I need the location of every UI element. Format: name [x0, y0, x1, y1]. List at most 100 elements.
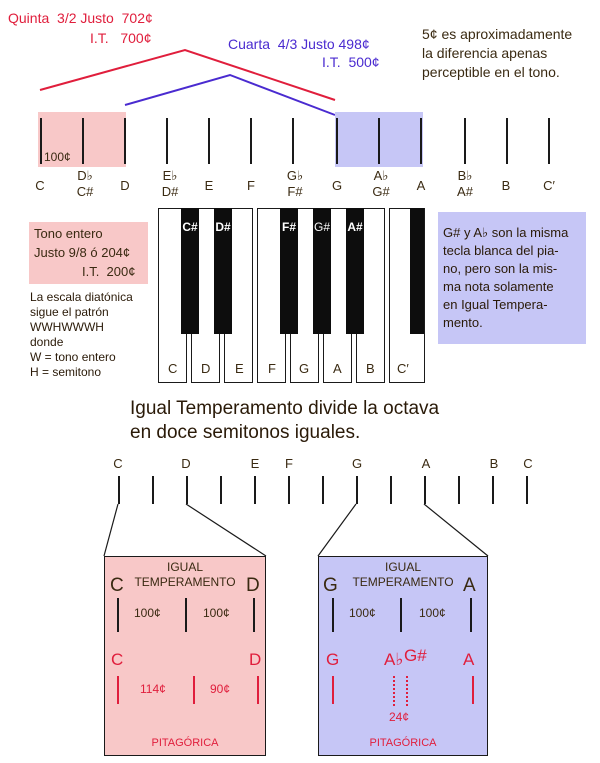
panel-right-pit: 24¢ — [389, 710, 410, 724]
panel-right-red-gs: G# — [404, 646, 427, 665]
note-ab: A♭ — [373, 168, 389, 183]
note-cs: C# — [76, 184, 94, 199]
black-key-fs[interactable]: F# — [280, 208, 298, 334]
tick — [548, 118, 550, 164]
tick — [332, 676, 334, 704]
note-ds: D# — [161, 184, 179, 199]
scale2-a: A — [421, 456, 431, 471]
white-key-label: A — [333, 361, 342, 376]
panel-left-note-c: C — [110, 575, 124, 596]
tick — [193, 676, 195, 704]
scale2-d: D — [181, 456, 191, 471]
panel-left-cent1: 100¢ — [134, 606, 161, 620]
tick — [208, 118, 210, 164]
panel-left-cent2: 100¢ — [203, 606, 230, 620]
note-g: G — [331, 178, 343, 193]
tick — [117, 676, 119, 704]
tick — [420, 118, 422, 164]
note-eb: E♭ — [162, 168, 178, 183]
panel-right-note-g: G — [323, 575, 338, 596]
tick — [506, 118, 508, 164]
tono-entero-l1: Tono entero — [34, 226, 103, 241]
cuarta-it-label: I.T. 500¢ — [322, 54, 380, 70]
quinta-label: Quinta 3/2 Justo 702¢ — [8, 10, 153, 26]
tick — [124, 118, 126, 164]
tick — [332, 598, 334, 632]
heading-line1: Igual Temperamento divide la octava — [130, 398, 440, 419]
note-db: D♭ — [77, 168, 93, 183]
black-key-cs2[interactable] — [410, 208, 424, 334]
tono-entero-l3: I.T. 200¢ — [82, 264, 136, 279]
white-key-label: E — [235, 361, 244, 376]
note-gs: G# — [372, 184, 390, 199]
panel-right-red-g: G — [326, 650, 340, 669]
panel-right-red-a: A — [463, 650, 475, 669]
tick — [166, 118, 168, 164]
panel-left-pit2: 90¢ — [210, 682, 231, 696]
tick — [250, 118, 252, 164]
tick — [253, 598, 255, 632]
white-key-label: G — [299, 361, 310, 376]
black-key-as[interactable]: A# — [346, 208, 364, 334]
white-key-label: B — [366, 361, 375, 376]
tick — [288, 476, 290, 504]
scale2-b: B — [489, 456, 499, 471]
note-e: E — [204, 178, 214, 193]
note-b: B — [501, 178, 511, 193]
tick — [470, 598, 472, 632]
gs-ab-note-box — [438, 212, 586, 344]
note-as: A# — [457, 184, 473, 199]
panel-right-cent1: 100¢ — [349, 606, 376, 620]
tick — [526, 476, 528, 504]
tick — [336, 118, 338, 164]
panel-left-red-d: D — [249, 650, 262, 669]
dotted-line — [406, 676, 408, 706]
tono-entero-l2: Justo 9/8 ó 204¢ — [34, 245, 131, 260]
tick — [152, 476, 154, 504]
tick — [464, 118, 466, 164]
note-a: A — [416, 178, 426, 193]
black-key-gs[interactable]: G# — [313, 208, 331, 334]
quinta-it-label: I.T. 700¢ — [90, 30, 152, 46]
note-d: D — [120, 178, 130, 193]
scale2-e: E — [250, 456, 260, 471]
dotted-line — [393, 676, 395, 706]
tick — [472, 676, 474, 704]
tick — [185, 598, 187, 632]
tick — [254, 476, 256, 504]
note-fs: F# — [287, 184, 303, 199]
scale2-c-end: C — [523, 456, 533, 471]
tick — [400, 598, 402, 632]
black-key-cs[interactable]: C# — [181, 208, 199, 334]
interval-brackets — [39, 48, 336, 116]
panel-left-footer: PITAGÓRICA — [151, 737, 219, 749]
heading-line2: en doce semitonos iguales. — [130, 422, 361, 443]
zoom-connectors — [103, 503, 489, 557]
tick — [424, 476, 426, 504]
tick — [356, 476, 358, 504]
panel-right-red-ab: A♭ — [384, 650, 404, 669]
cuarta-label: Cuarta 4/3 Justo 498¢ — [228, 36, 370, 52]
tick — [292, 118, 294, 164]
white-key-label: C′ — [397, 361, 409, 376]
tick — [220, 476, 222, 504]
tick — [118, 476, 120, 504]
note-bb: B♭ — [457, 168, 473, 183]
white-key-label: C — [168, 361, 178, 376]
tick — [378, 118, 380, 164]
tick — [40, 118, 42, 164]
panel-left — [104, 556, 266, 756]
note-c-prime: C′ — [543, 178, 555, 193]
white-key-label: F — [268, 361, 276, 376]
panel-right-cent2: 100¢ — [419, 606, 446, 620]
tick — [458, 476, 460, 504]
tono-entero-box — [29, 222, 148, 284]
black-key-ds[interactable]: D# — [214, 208, 232, 334]
tick — [390, 476, 392, 504]
note-f: F — [247, 178, 255, 193]
